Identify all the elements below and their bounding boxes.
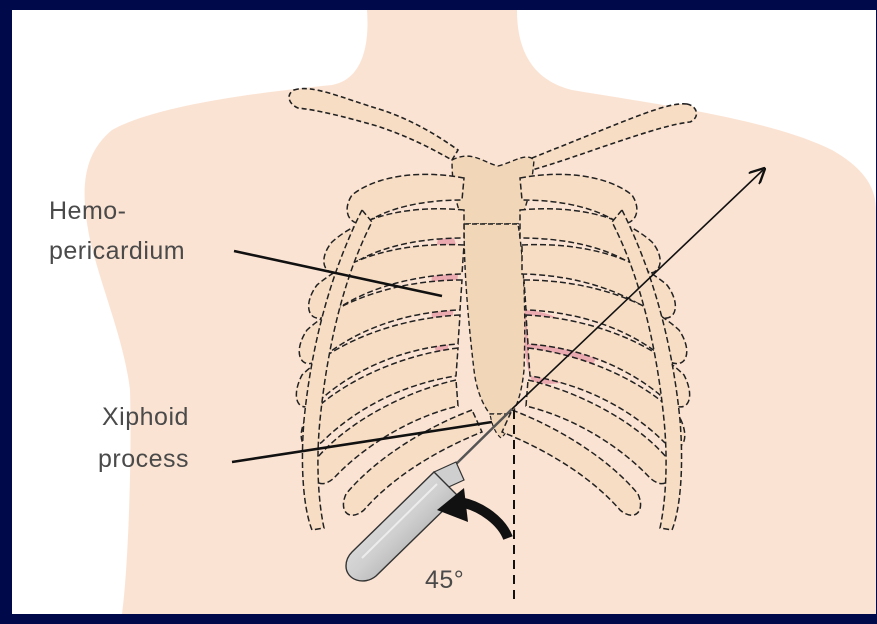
hemopericardium-label-line1: Hemo- <box>49 196 127 226</box>
xiphoid-label-line1: Xiphoid <box>102 402 189 432</box>
xiphoid-label-line2: process <box>98 444 189 474</box>
figure-panel: Hemo- pericardium Xiphoid process 45° <box>12 10 876 614</box>
angle-label: 45° <box>425 565 464 595</box>
pericardiocentesis-illustration <box>12 10 876 614</box>
hemopericardium-label-line2: pericardium <box>49 236 185 266</box>
